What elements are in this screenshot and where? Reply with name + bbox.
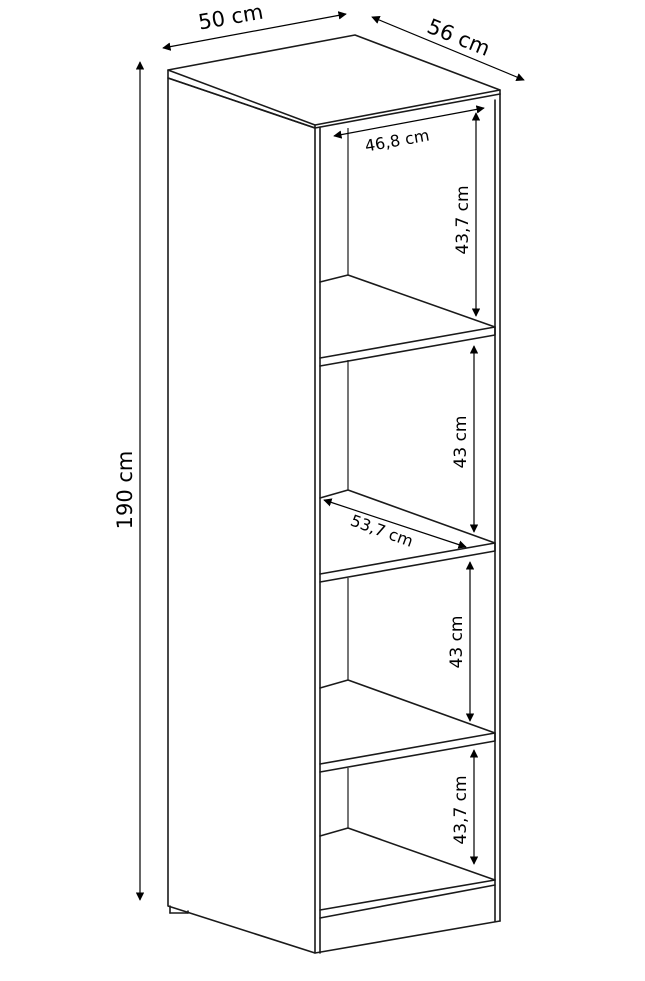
bottom-floor	[319, 827, 496, 881]
top-panel-front-edge	[314, 93, 501, 129]
inner-depth-label: 53,7 cm	[348, 511, 416, 551]
inner-width-dimension-line	[333, 105, 485, 139]
plinth-bottom	[314, 920, 501, 954]
inner-depth-dimension-line	[323, 498, 467, 549]
inner-width-label: 46,8 cm	[363, 126, 430, 156]
width-dimension-line	[162, 11, 347, 51]
depth-dimension-line	[371, 16, 525, 81]
compartment-3-label: 43 cm	[447, 616, 467, 669]
top-panel	[167, 34, 501, 126]
bookcase-drawing	[167, 34, 501, 954]
depth-label: 56 cm	[424, 14, 494, 61]
width-label: 50 cm	[196, 0, 265, 35]
shelf-3	[319, 679, 496, 773]
shelf-1	[319, 274, 496, 367]
height-label: 190 cm	[113, 451, 137, 530]
compartment-1-label: 43,7 cm	[453, 185, 473, 254]
dimension-labels: 50 cm 56 cm 190 cm 46,8 cm 53,7 cm 43,7 …	[113, 0, 493, 845]
base-shelf-top	[319, 879, 496, 911]
base-shelf-front	[319, 884, 496, 919]
compartment-4-label: 43,7 cm	[451, 775, 471, 844]
left-side-panel	[167, 77, 316, 954]
dimension-lines	[135, 11, 525, 901]
compartment-2-label: 43 cm	[451, 416, 471, 469]
